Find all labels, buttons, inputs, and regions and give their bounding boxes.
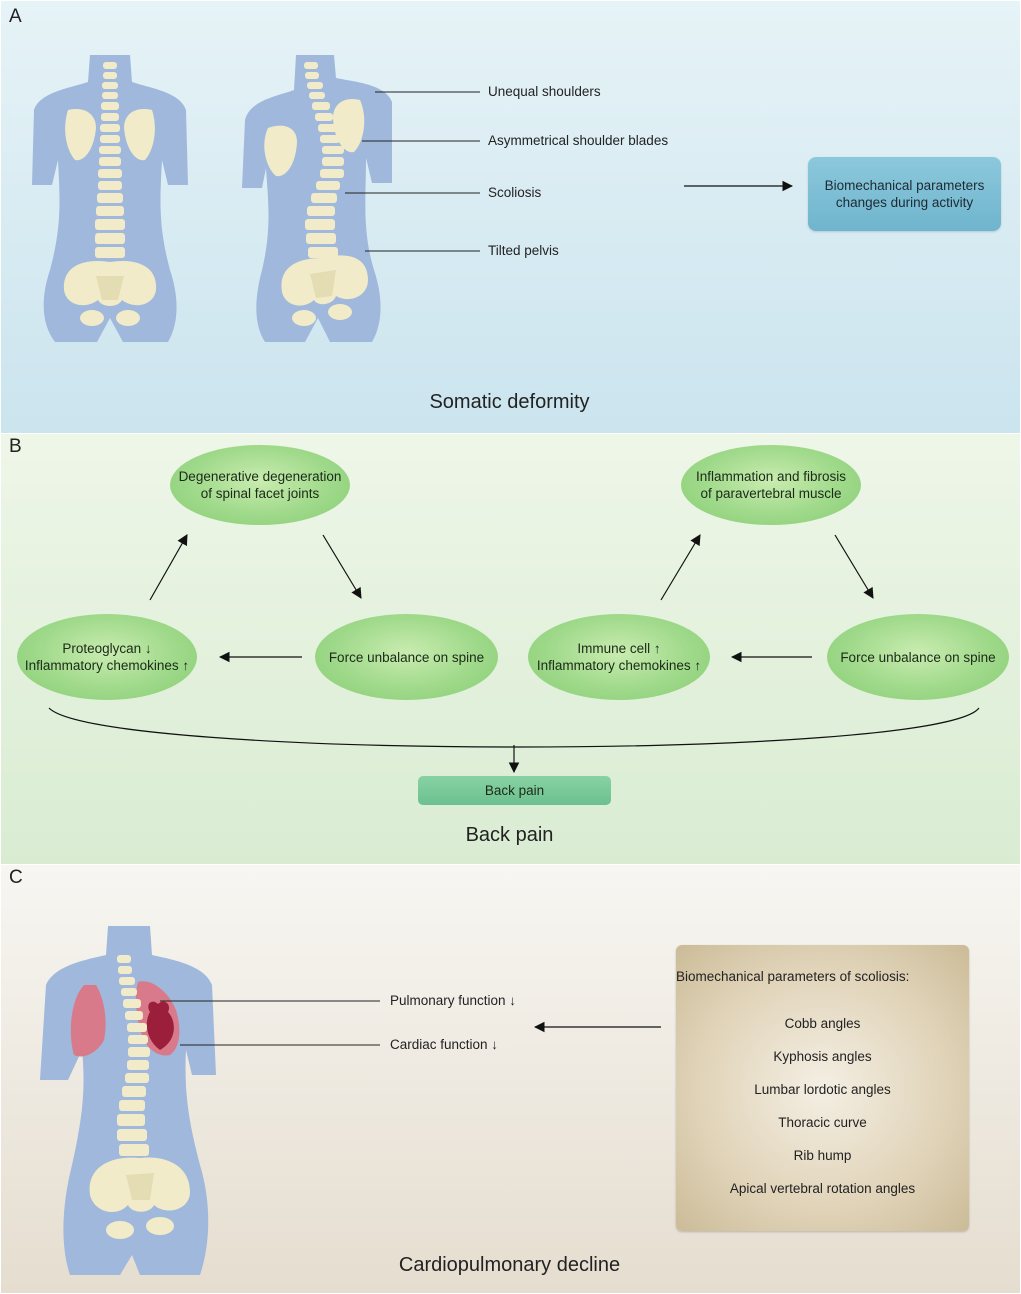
label-asymmetrical-shoulder-blades: Asymmetrical shoulder blades [488,133,669,148]
param-item: Apical vertebral rotation angles [729,1181,916,1196]
node-text-line: Force unbalance on spine [328,649,485,665]
biomech-box-line-2: changes during activity [835,195,974,210]
panel-c-title: Cardiopulmonary decline [398,1254,621,1276]
node-text-line: Force unbalance on spine [840,649,996,665]
param-item: Thoracic curve [778,1115,867,1130]
node-paravertebral-inflammation: Inflammation and fibrosis of paravertebr… [681,445,861,525]
panel-b-title: Back pain [465,824,554,846]
heart-icon [146,1001,174,1050]
normal-torso-icon [32,55,188,342]
lung-icon-left [70,985,106,1057]
panel-b-letter: B [9,436,22,457]
panel-a-title: Somatic deformity [429,391,590,413]
node-text-line: Immune cell ↑ [577,641,661,656]
scoliotic-torso-icon [242,55,392,342]
label-tilted-pelvis: Tilted pelvis [488,243,559,258]
node-text-line: Inflammatory chemokines ↑ [24,658,190,673]
param-item: Rib hump [793,1148,852,1163]
node-immune-cell-chemokines: Immune cell ↑ Inflammatory chemokines ↑ [528,614,710,700]
panel-c-letter: C [9,867,23,888]
node-text-line: of spinal facet joints [200,486,320,501]
biomechanical-changes-box: Biomechanical parameters changes during … [808,157,1001,231]
node-text-line: Degenerative degeneration [178,469,342,484]
node-proteoglycan-chemokines: Proteoglycan ↓ Inflammatory chemokines ↑ [17,614,197,700]
torso-with-organs-icon [40,926,216,1275]
node-force-unbalance-right: Force unbalance on spine [827,614,1009,700]
parameters-title: Biomechanical parameters of scoliosis: [676,969,910,984]
scoliosis-parameters-box: Biomechanical parameters of scoliosis: C… [676,945,969,1231]
back-pain-box: Back pain [418,776,611,805]
node-text-line: Inflammatory chemokines ↑ [536,658,702,673]
label-unequal-shoulders: Unequal shoulders [488,84,601,99]
param-item: Kyphosis angles [773,1049,872,1064]
label-scoliosis: Scoliosis [488,185,542,200]
node-text-line: Proteoglycan ↓ [62,641,152,656]
node-facet-joint-degeneration: Degenerative degeneration of spinal face… [170,445,350,525]
node-text-line: of paravertebral muscle [700,486,842,501]
label-cardiac-function: Cardiac function ↓ [390,1037,499,1052]
panel-a-letter: A [9,6,22,27]
label-pulmonary-function: Pulmonary function ↓ [390,993,517,1008]
param-item: Lumbar lordotic angles [754,1082,891,1097]
param-item: Cobb angles [784,1016,861,1031]
panel-a-leader-lines [345,91,480,252]
biomech-box-line-1: Biomechanical parameters [824,178,985,193]
node-force-unbalance-left: Force unbalance on spine [315,614,498,700]
node-text-line: Inflammation and fibrosis [695,469,847,484]
